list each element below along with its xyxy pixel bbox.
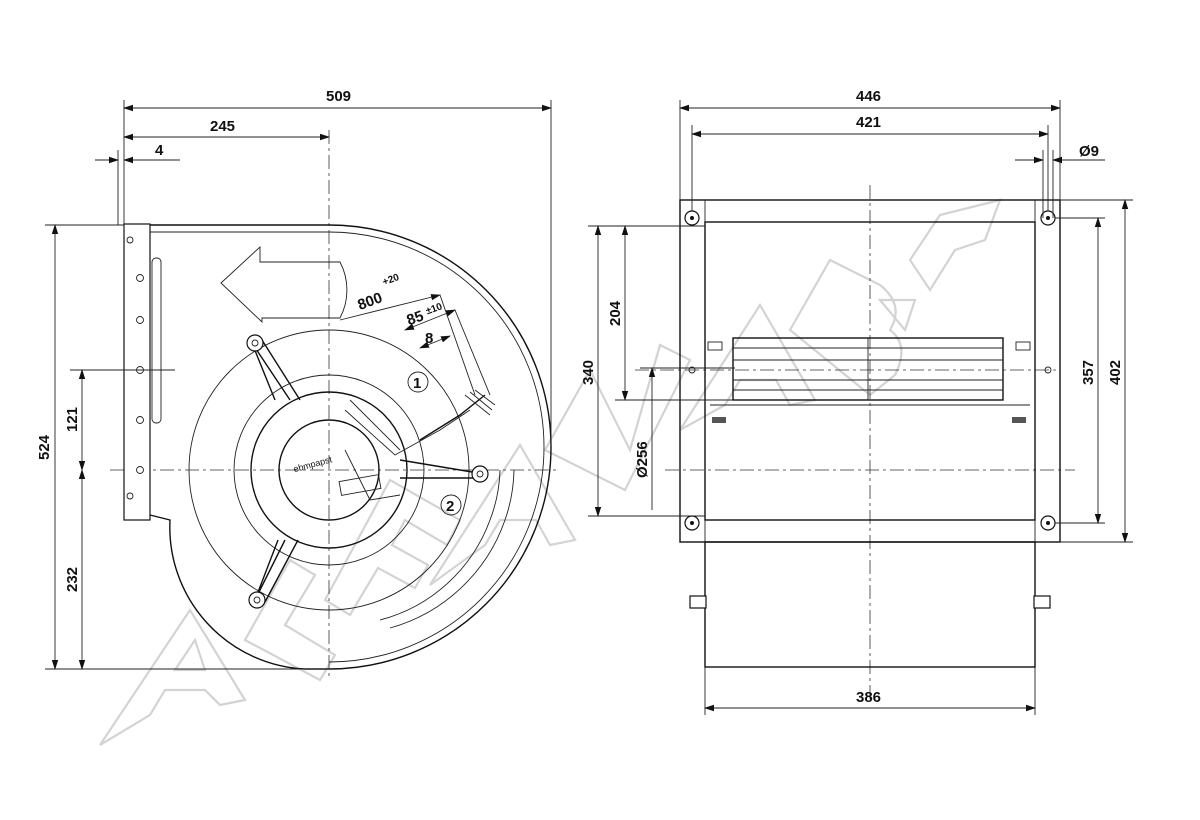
dim-inlet-diameter: Ø256 — [634, 441, 651, 478]
dim-446: 446 — [856, 88, 881, 105]
callout-2: 2 — [446, 498, 454, 515]
impeller-outer — [188, 329, 470, 611]
dim-402: 402 — [1107, 360, 1124, 385]
dim-524: 524 — [36, 434, 53, 460]
dim-357: 357 — [1080, 360, 1097, 385]
dim-509: 509 — [326, 88, 351, 105]
motor-flange — [250, 391, 408, 549]
dim-hole-diameter: Ø9 — [1079, 143, 1099, 160]
airflow-arrow — [220, 245, 348, 324]
dim-421: 421 — [856, 114, 881, 131]
side-bracket — [712, 417, 726, 423]
callout-1-circle — [407, 371, 429, 393]
motor-label: ebmpapst — [292, 454, 333, 474]
front-view: ebmpapst 1 2 800 +20 85 ±10 8 509 245 4 … — [36, 88, 560, 680]
dim-340: 340 — [580, 360, 597, 385]
watermark — [99, 198, 1002, 746]
support-arm-right — [399, 459, 479, 479]
dim-204: 204 — [607, 300, 624, 326]
callout-1: 1 — [413, 375, 421, 392]
motor-hub — [278, 419, 380, 521]
side-housing-outer — [704, 221, 1036, 521]
scroll-housing — [149, 224, 552, 670]
wire-strip-length: 8 — [425, 330, 433, 347]
cable-length-tol: +20 — [381, 272, 401, 288]
dim-121: 121 — [64, 407, 81, 432]
cable-strip-tol: ±10 — [425, 301, 445, 317]
dim-245: 245 — [210, 118, 235, 135]
callout-2-circle — [440, 494, 462, 516]
dim-386: 386 — [856, 689, 881, 706]
support-arm-lower — [254, 539, 299, 603]
flange-slot — [151, 257, 162, 424]
cable-bundle — [419, 394, 486, 441]
side-view: 446 421 Ø9 340 204 Ø256 357 402 386 — [580, 88, 1133, 715]
dim-232: 232 — [64, 567, 81, 592]
dim-4: 4 — [155, 142, 164, 159]
impeller-inner — [233, 374, 425, 566]
cable-strip-length: 85 — [404, 308, 425, 330]
support-arm-upper — [251, 339, 301, 401]
